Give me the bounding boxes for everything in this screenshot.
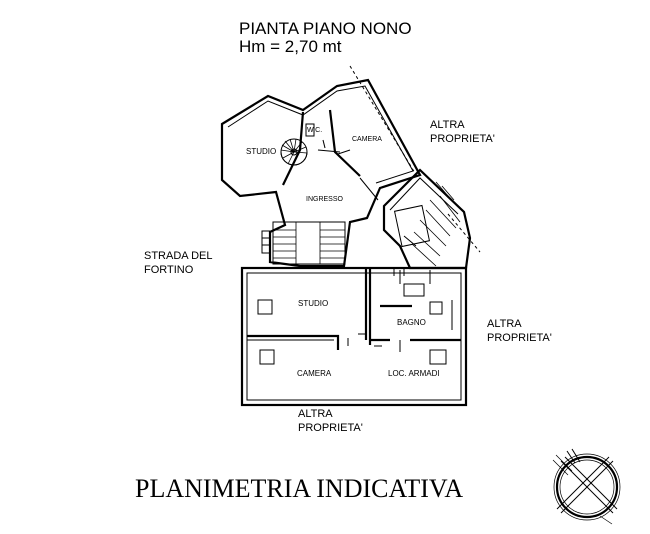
boundary-label-altra-right-2: PROPRIETA' [487,332,552,344]
boundary-label-altra-top-2: PROPRIETA' [430,133,495,145]
plan-title: PIANTA PIANO NONO [239,19,412,38]
room-label-camera-top: CAMERA [352,136,382,143]
boundary-label-strada-1: STRADA DEL [144,250,212,262]
boundary-label-altra-bottom-1: ALTRA [298,408,333,420]
room-label-wc: W.C. [307,127,322,134]
room-label-camera-bottom: CAMERA [297,369,332,378]
room-label-ingresso: INGRESSO [306,196,344,203]
room-label-studio-top: STUDIO [246,147,276,156]
boundary-label-altra-top-1: ALTRA [430,119,465,131]
room-label-loc-armadi: LOC. ARMADI [388,369,440,378]
plan-caption: PLANIMETRIA INDICATIVA [135,474,463,503]
spiral-stair [280,138,308,166]
compass-rose-icon [552,448,621,525]
plan-height: Hm = 2,70 mt [239,37,342,56]
room-label-studio-bottom: STUDIO [298,299,328,308]
boundary-label-altra-bottom-2: PROPRIETA' [298,422,363,434]
boundary-label-altra-right-1: ALTRA [487,318,522,330]
center-stair [261,221,346,265]
room-label-bagno: BAGNO [397,318,426,327]
upper-wing-walls [220,65,422,268]
right-stair-tower [382,168,481,270]
boundary-label-strada-2: FORTINO [144,264,194,276]
lower-wing-walls [240,266,468,407]
